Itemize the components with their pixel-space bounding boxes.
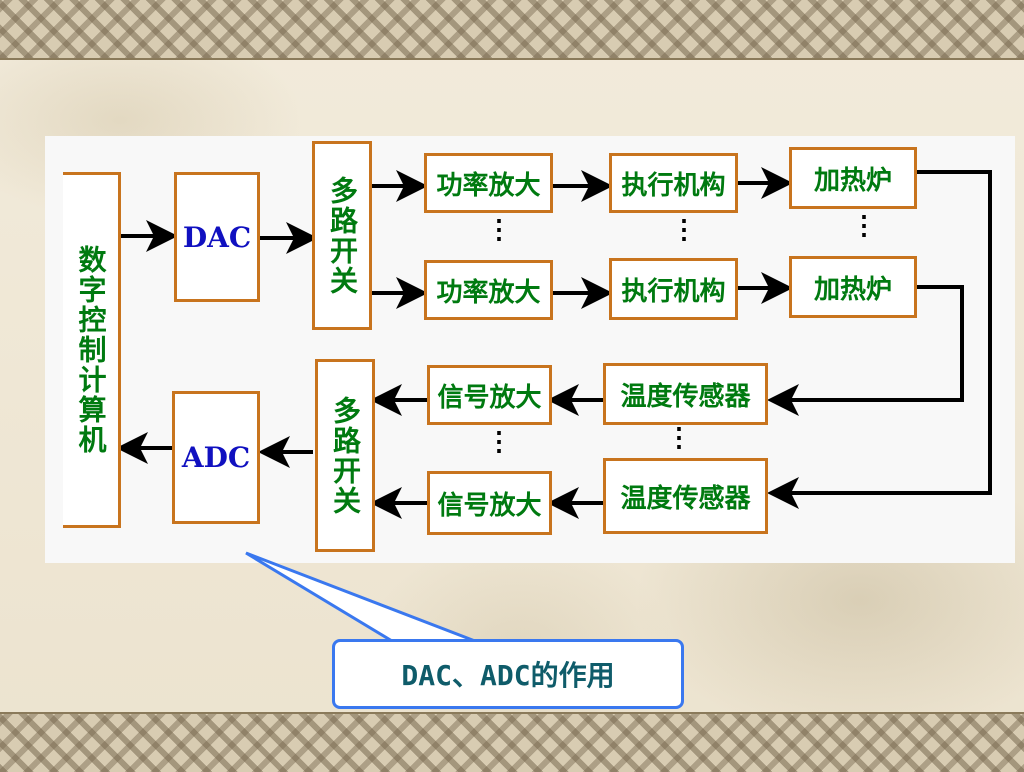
furnace-2-label: 加热炉 — [813, 274, 892, 305]
computer-label: 数字控制计算机 — [74, 245, 108, 455]
power-amp-2: 功率放大 — [424, 260, 553, 320]
signal-amp-1-label: 信号放大 — [437, 382, 542, 413]
dac-block: DAC — [174, 172, 260, 302]
mux-top-label: 多路开关 — [326, 175, 359, 296]
power-amp-2-label: 功率放大 — [436, 277, 541, 308]
decorative-top-border — [0, 0, 1024, 60]
power-amp-1: 功率放大 — [424, 153, 553, 213]
ellipsis-signal-amp: ⋮ — [486, 429, 512, 455]
callout-text: DAC、ADC的作用 — [401, 659, 615, 692]
decorative-bottom-border — [0, 712, 1024, 772]
furnace-1: 加热炉 — [789, 147, 917, 209]
wire-furnace-1-to-sensor-2 — [767, 170, 992, 509]
mux-bottom-label: 多路开关 — [329, 395, 362, 516]
temp-sensor-1-label: 温度传感器 — [620, 381, 751, 412]
furnace-1-label: 加热炉 — [813, 165, 892, 196]
mux-bottom: 多路开关 — [315, 359, 375, 552]
ellipsis-power-amp: ⋮ — [486, 217, 512, 243]
actuator-1: 执行机构 — [609, 153, 738, 213]
actuator-1-label: 执行机构 — [621, 170, 726, 201]
actuator-2: 执行机构 — [609, 258, 738, 320]
ellipsis-temp-sensor: ⋮ — [666, 425, 692, 451]
callout-label-box: DAC、ADC的作用 — [332, 639, 684, 709]
ellipsis-furnace: ⋮ — [851, 213, 877, 239]
actuator-2-label: 执行机构 — [621, 276, 726, 307]
mux-top: 多路开关 — [312, 141, 372, 330]
digital-control-computer: 数字控制计算机 — [63, 172, 121, 528]
dac-label: DAC — [182, 220, 252, 254]
power-amp-1-label: 功率放大 — [436, 170, 541, 201]
temp-sensor-1: 温度传感器 — [603, 363, 768, 425]
wire-furnace-2-to-sensor-1 — [767, 285, 964, 416]
adc-label: ADC — [181, 441, 251, 474]
temp-sensor-2-label: 温度传感器 — [620, 483, 751, 514]
furnace-2: 加热炉 — [789, 256, 917, 318]
callout-pointer — [245, 551, 476, 643]
temp-sensor-2: 温度传感器 — [603, 458, 768, 534]
signal-amp-2-label: 信号放大 — [437, 490, 542, 521]
adc-block: ADC — [172, 391, 260, 524]
signal-amp-1: 信号放大 — [427, 365, 552, 425]
ellipsis-actuator: ⋮ — [671, 217, 697, 243]
signal-amp-2: 信号放大 — [427, 471, 552, 535]
